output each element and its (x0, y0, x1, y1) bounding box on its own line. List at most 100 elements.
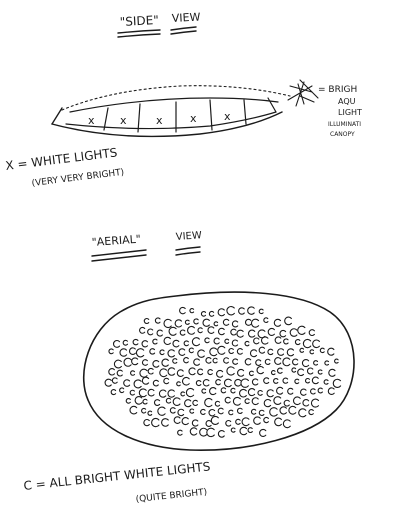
side-view-title: "SIDE" VIEW (118, 11, 201, 37)
light-dot-225 (206, 421, 211, 427)
light-dot-31 (198, 328, 202, 333)
light-dot-76 (229, 349, 233, 354)
light-dot-47 (153, 339, 157, 344)
light-dot-215 (280, 407, 286, 414)
light-dot-30 (188, 326, 195, 334)
light-dot-104 (283, 358, 290, 366)
strip-divider-6 (268, 98, 276, 112)
light-dot-6 (227, 307, 235, 315)
light-dot-46 (142, 341, 147, 347)
light-dot-214 (270, 408, 278, 416)
light-dot-143 (203, 380, 209, 386)
aerial-light-dots (105, 307, 341, 438)
light-dot-236 (200, 428, 207, 436)
light-dot-4 (209, 311, 213, 316)
light-dot-170 (240, 389, 247, 397)
light-dot-151 (283, 378, 288, 383)
light-dot-205 (178, 409, 184, 415)
light-dot-7 (239, 308, 245, 314)
light-dot-103 (275, 358, 281, 365)
light-dot-175 (288, 388, 293, 394)
light-dot-160 (139, 389, 146, 397)
light-dot-53 (214, 338, 219, 344)
side-legend-line-1: X = WHITE LIGHTS (5, 145, 118, 173)
light-dot-5 (218, 309, 224, 316)
light-dot-39 (280, 330, 286, 336)
light-dot-42 (309, 330, 314, 336)
aerial-legend-line-1: C = ALL BRIGHT WHITE LIGHTS (23, 459, 211, 493)
light-dot-142 (196, 381, 200, 386)
light-dot-220 (152, 418, 159, 426)
light-dot-166 (202, 389, 206, 393)
light-dot-134 (112, 378, 117, 383)
light-dot-192 (245, 399, 249, 404)
light-dot-218 (309, 410, 313, 415)
light-dot-49 (173, 340, 179, 347)
light-dot-237 (207, 428, 215, 436)
light-dot-67 (136, 349, 143, 357)
strip-cell-mark-4: x (190, 112, 197, 125)
light-dot-19 (232, 321, 237, 327)
light-dot-198 (303, 400, 309, 406)
light-dot-29 (180, 330, 185, 335)
light-dot-116 (168, 368, 175, 375)
light-dot-179 (328, 388, 334, 395)
light-dot-10 (144, 319, 148, 324)
light-dot-88 (124, 358, 131, 366)
strip-inner-top (70, 98, 278, 112)
side-title-underline-3 (171, 27, 196, 30)
light-dot-188 (205, 398, 212, 406)
light-dot-216 (289, 406, 296, 414)
light-dot-161 (148, 389, 154, 396)
light-dot-185 (173, 398, 180, 406)
light-dot-193 (252, 398, 258, 405)
light-dot-121 (217, 370, 223, 377)
light-dot-85 (320, 348, 324, 352)
light-dot-241 (248, 428, 252, 433)
light-dot-227 (226, 421, 231, 427)
light-dot-61 (295, 340, 299, 345)
light-dot-14 (185, 320, 189, 324)
light-dot-28 (169, 327, 176, 335)
light-dot-234 (178, 430, 182, 435)
light-dot-35 (237, 330, 243, 337)
light-dot-117 (177, 370, 183, 377)
light-dot-124 (249, 371, 253, 375)
light-dot-132 (329, 369, 335, 376)
light-dot-101 (256, 360, 261, 366)
light-dot-44 (123, 340, 127, 345)
light-dot-41 (298, 326, 305, 334)
light-dot-71 (179, 349, 185, 356)
light-dot-3 (201, 312, 205, 317)
light-dot-118 (189, 368, 195, 375)
light-dot-20 (246, 319, 251, 325)
light-dot-152 (295, 379, 299, 383)
light-dot-65 (120, 349, 127, 356)
light-dot-9 (259, 309, 263, 313)
strip-cell-mark-2: x (120, 114, 127, 127)
side-view-title-word: VIEW (171, 11, 200, 25)
light-dot-27 (157, 330, 162, 336)
light-dot-174 (277, 387, 283, 394)
light-dot-197 (293, 397, 300, 405)
starburst (288, 80, 318, 106)
strip-cell-mark-3: x (156, 114, 163, 127)
aerial-view-title-word: VIEW (175, 230, 202, 243)
light-dot-208 (209, 410, 215, 416)
light-dot-162 (159, 390, 165, 397)
light-dot-206 (190, 409, 194, 413)
light-dot-15 (194, 319, 198, 324)
light-dot-178 (318, 388, 322, 393)
light-dot-91 (153, 361, 159, 368)
light-dot-84 (310, 350, 314, 354)
light-dot-182 (143, 399, 147, 404)
light-dot-177 (311, 389, 316, 394)
light-dot-230 (254, 417, 261, 424)
light-dot-119 (198, 369, 203, 375)
light-dot-112 (131, 371, 135, 375)
light-dot-59 (275, 337, 281, 343)
light-dot-73 (198, 350, 205, 357)
light-dot-141 (182, 377, 189, 385)
light-dot-68 (150, 349, 155, 354)
